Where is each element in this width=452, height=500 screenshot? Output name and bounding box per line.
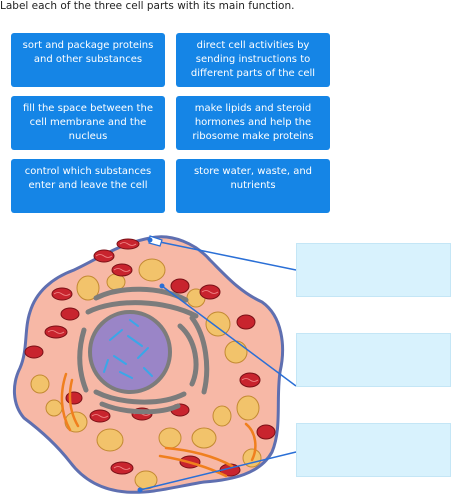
answer-tile-nucleus-function[interactable]: direct cell activities by sending instru…: [176, 33, 330, 87]
instruction-text: Label each of the three cell parts with …: [0, 0, 295, 12]
drop-zone-middle[interactable]: [296, 333, 451, 387]
drop-zone-bottom[interactable]: [296, 423, 451, 477]
nucleus: [88, 310, 172, 394]
answer-tile-golgi-function[interactable]: sort and package proteins and other subs…: [11, 33, 165, 87]
answer-tile-er-function[interactable]: make lipids and steroid hormones and hel…: [176, 96, 330, 150]
drop-zone-top[interactable]: [296, 243, 451, 297]
answer-tile-membrane-function[interactable]: control which substances enter and leave…: [11, 159, 165, 213]
answer-tile-vacuole-function[interactable]: store water, waste, and nutrients: [176, 159, 330, 213]
answer-tile-cytoplasm-function[interactable]: fill the space between the cell membrane…: [11, 96, 165, 150]
